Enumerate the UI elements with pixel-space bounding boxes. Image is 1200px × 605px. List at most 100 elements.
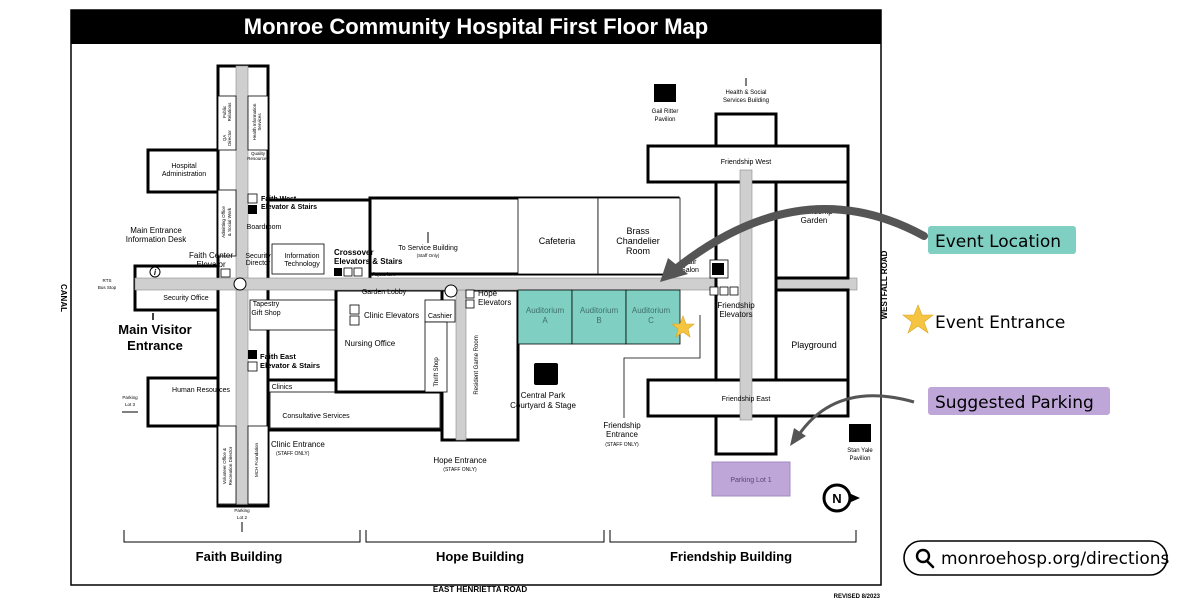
brass-chandelier-label: Brass bbox=[626, 226, 650, 236]
crossover-elevators-label: Crossover bbox=[334, 248, 374, 257]
auditorium-a-label: Auditorium bbox=[526, 306, 565, 315]
map-title: Monroe Community Hospital First Floor Ma… bbox=[244, 14, 708, 39]
svg-text:Salon: Salon bbox=[681, 267, 699, 274]
volunteer-office-label: Volunteer Office & bbox=[222, 448, 227, 484]
friendship-elevators-label: Friendship bbox=[717, 301, 755, 310]
elevator-icon bbox=[349, 304, 360, 315]
svg-text:Entrance: Entrance bbox=[127, 338, 183, 353]
cafeteria-label: Cafeteria bbox=[539, 236, 576, 246]
stage-icon bbox=[534, 363, 558, 385]
qa-director-label: QA bbox=[222, 135, 227, 142]
elevator-icon bbox=[343, 267, 353, 277]
hope-building bbox=[334, 196, 681, 442]
nursing-office-label: Nursing Office bbox=[345, 339, 396, 348]
parking-lot-1 bbox=[711, 461, 791, 497]
svg-text:Information Desk: Information Desk bbox=[126, 235, 187, 244]
rts-bus-stop-label: RTS bbox=[103, 278, 112, 283]
friendship-east-label: Friendship East bbox=[722, 396, 771, 403]
pavilion-icon bbox=[654, 84, 676, 102]
svg-text:Entrance: Entrance bbox=[606, 430, 639, 439]
svg-text:Elevators: Elevators bbox=[719, 310, 752, 319]
security-director-label: Security bbox=[245, 253, 271, 260]
boardroom-label: Boardroom bbox=[247, 224, 282, 231]
svg-text:(STAFF ONLY): (STAFF ONLY) bbox=[605, 442, 639, 448]
admitting-office-label: Admitting Office bbox=[221, 206, 226, 238]
event-entrance-label: Event Entrance bbox=[935, 313, 1065, 333]
admin-wing bbox=[146, 148, 220, 194]
elevator-icon bbox=[465, 289, 475, 299]
event-entrance-star bbox=[671, 315, 695, 338]
quality-resources-label: Quality bbox=[251, 151, 266, 156]
auditorium-b-label: Auditorium bbox=[580, 306, 619, 315]
svg-text:Relations: Relations bbox=[227, 102, 232, 122]
pavilion-icon bbox=[849, 424, 871, 442]
stairs-icon bbox=[712, 263, 724, 275]
event-location-arrowhead bbox=[660, 258, 688, 282]
friendship-west-label: Friendship West bbox=[721, 159, 772, 166]
building-brackets bbox=[123, 530, 857, 543]
hope-entrance-label: Hope Entrance bbox=[433, 456, 487, 465]
garden-lobby-label: Garden Lobby bbox=[362, 289, 407, 296]
hospital-administration-label: Hospital bbox=[171, 163, 197, 170]
clock-icon bbox=[233, 277, 247, 291]
mch-foundation-label: MCH Foundation bbox=[254, 443, 259, 478]
road-westfall: WESTFALL ROAD bbox=[880, 250, 889, 319]
main-hallway bbox=[134, 277, 858, 291]
title-bar bbox=[71, 10, 881, 44]
thrift-shop-label: Thrift Shop bbox=[434, 357, 440, 387]
svg-text:B: B bbox=[596, 316, 601, 325]
public-relations-label: Public bbox=[222, 105, 227, 118]
website-link[interactable]: monroehosp.org/directions bbox=[903, 540, 1170, 576]
faith-building-label: Faith Building bbox=[196, 549, 283, 564]
svg-text:Room: Room bbox=[626, 246, 650, 256]
auditorium-c bbox=[625, 289, 681, 345]
svg-text:Chandelier: Chandelier bbox=[616, 236, 660, 246]
elevator-icon bbox=[247, 361, 258, 372]
friendship-entrance-label: Friendship bbox=[603, 421, 641, 430]
friendship-vertical-hall bbox=[739, 169, 753, 421]
elevator-icon bbox=[465, 299, 475, 309]
event-entrance-star-icon bbox=[902, 304, 934, 334]
human-resources-label: Human Resources bbox=[172, 387, 230, 394]
clock-icon bbox=[444, 284, 458, 298]
svg-text:Elevator: Elevator bbox=[196, 260, 226, 269]
stairs-icon bbox=[248, 205, 257, 214]
elevator-icon bbox=[709, 286, 719, 296]
elevator-icon bbox=[353, 267, 363, 277]
road-east-henrietta: EAST HENRIETTA ROAD bbox=[433, 585, 527, 594]
cashier-label: Cashier bbox=[428, 313, 453, 320]
playground-block bbox=[774, 288, 850, 382]
friendship-building-label: Friendship Building bbox=[670, 549, 792, 564]
svg-text:Technology: Technology bbox=[284, 261, 320, 268]
road-canal: CANAL bbox=[59, 284, 68, 312]
stairs-icon bbox=[334, 268, 342, 276]
svg-text:Services: Services bbox=[257, 113, 262, 131]
svg-text:Garden: Garden bbox=[801, 216, 828, 225]
clinic-entrance-label: Clinic Entrance bbox=[271, 440, 325, 449]
svg-text:Elevators & Stairs: Elevators & Stairs bbox=[334, 257, 403, 266]
auditorium-a bbox=[517, 289, 573, 345]
svg-text:Services Building: Services Building bbox=[723, 98, 769, 104]
hope-elevators-label: Hope bbox=[478, 289, 498, 298]
svg-text:Director: Director bbox=[246, 260, 271, 267]
suggested-parking-label: Suggested Parking bbox=[935, 393, 1094, 413]
svg-text:(STAFF ONLY): (STAFF ONLY) bbox=[276, 451, 310, 457]
info-icon bbox=[149, 266, 161, 278]
svg-text:(Staff Only): (Staff Only) bbox=[417, 253, 440, 258]
security-office-label: Security Office bbox=[163, 295, 208, 302]
svg-text:C: C bbox=[648, 316, 654, 325]
faith-east-elevator-label: Faith East bbox=[260, 352, 296, 361]
event-location-arrow bbox=[668, 205, 928, 276]
website-url[interactable]: monroehosp.org/directions bbox=[941, 549, 1170, 569]
svg-text:Pavilion: Pavilion bbox=[849, 456, 870, 462]
main-info-desk-label: Main Entrance bbox=[130, 226, 182, 235]
event-location-label: Event Location bbox=[935, 232, 1061, 252]
resident-game-room-label: Resident Game Room bbox=[474, 335, 480, 394]
revised-note: REVISED 8/2023 bbox=[834, 594, 881, 600]
auditorium-c-label: Auditorium bbox=[632, 306, 671, 315]
elevator-icon bbox=[719, 286, 729, 296]
faith-center-elevator-label: Faith Center bbox=[189, 251, 233, 260]
elevator-icon bbox=[220, 268, 231, 278]
friendship-building bbox=[646, 112, 850, 456]
svg-text:N: N bbox=[832, 491, 841, 506]
